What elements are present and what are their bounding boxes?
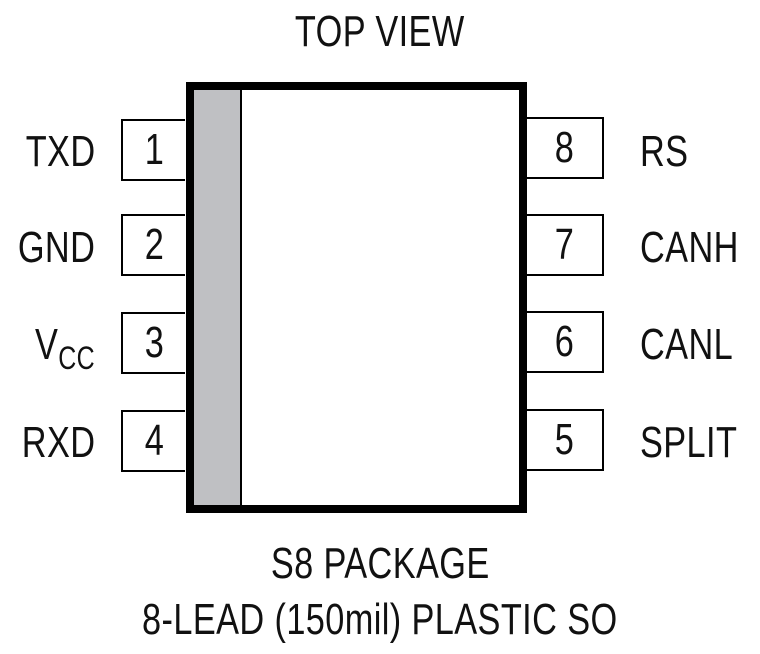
pin-8-box: 8 [527,117,604,179]
package-description: 8-LEAD (150mil) PLASTIC SO [142,595,618,644]
pin-5-box: 5 [527,409,604,471]
pin-1-label: TXD [25,127,95,176]
pin-4-box: 4 [121,410,185,472]
pin-2-label: GND [17,223,95,272]
pin-1-box: 1 [121,119,185,181]
pin-6-box: 6 [527,311,604,373]
pin-6-label: CANL [640,320,734,369]
pin-8-label: RS [640,127,689,176]
pin-7-box: 7 [527,214,604,276]
pin-4-label: RXD [21,418,95,467]
pin-3-box: 3 [121,312,185,374]
pin1-indicator-band [194,90,242,505]
pin-2-box: 2 [121,214,185,276]
pin-7-label: CANH [640,223,739,272]
top-view-title: TOP VIEW [295,7,465,56]
package-name: S8 PACKAGE [270,539,490,588]
pin-3-label: VCC [34,320,95,376]
ic-package-body [186,82,527,513]
pin-5-label: SPLIT [640,418,738,467]
